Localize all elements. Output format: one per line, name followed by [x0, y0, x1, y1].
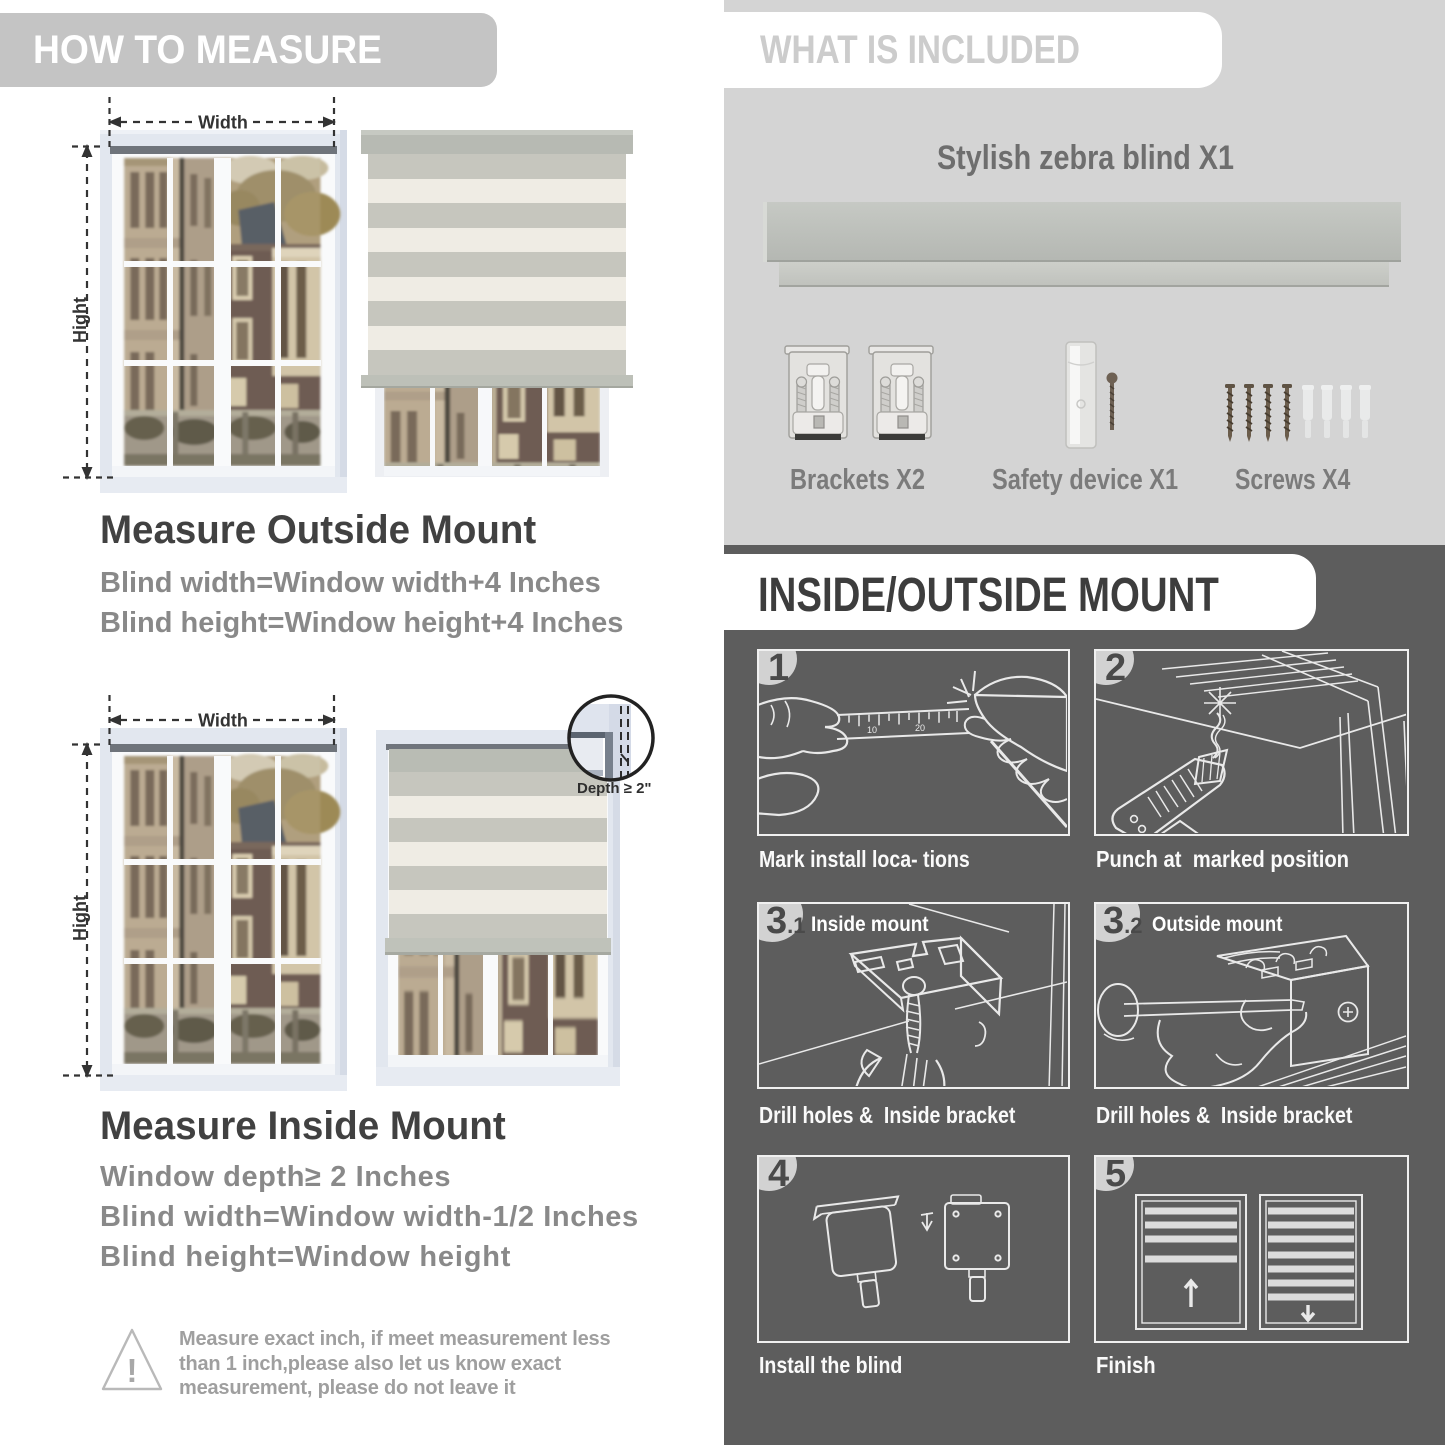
svg-text:20: 20 — [915, 723, 925, 733]
svg-text:!: ! — [127, 1352, 138, 1389]
svg-text:Width: Width — [198, 711, 248, 731]
svg-text:Width: Width — [198, 113, 248, 133]
svg-text:10: 10 — [867, 725, 877, 735]
